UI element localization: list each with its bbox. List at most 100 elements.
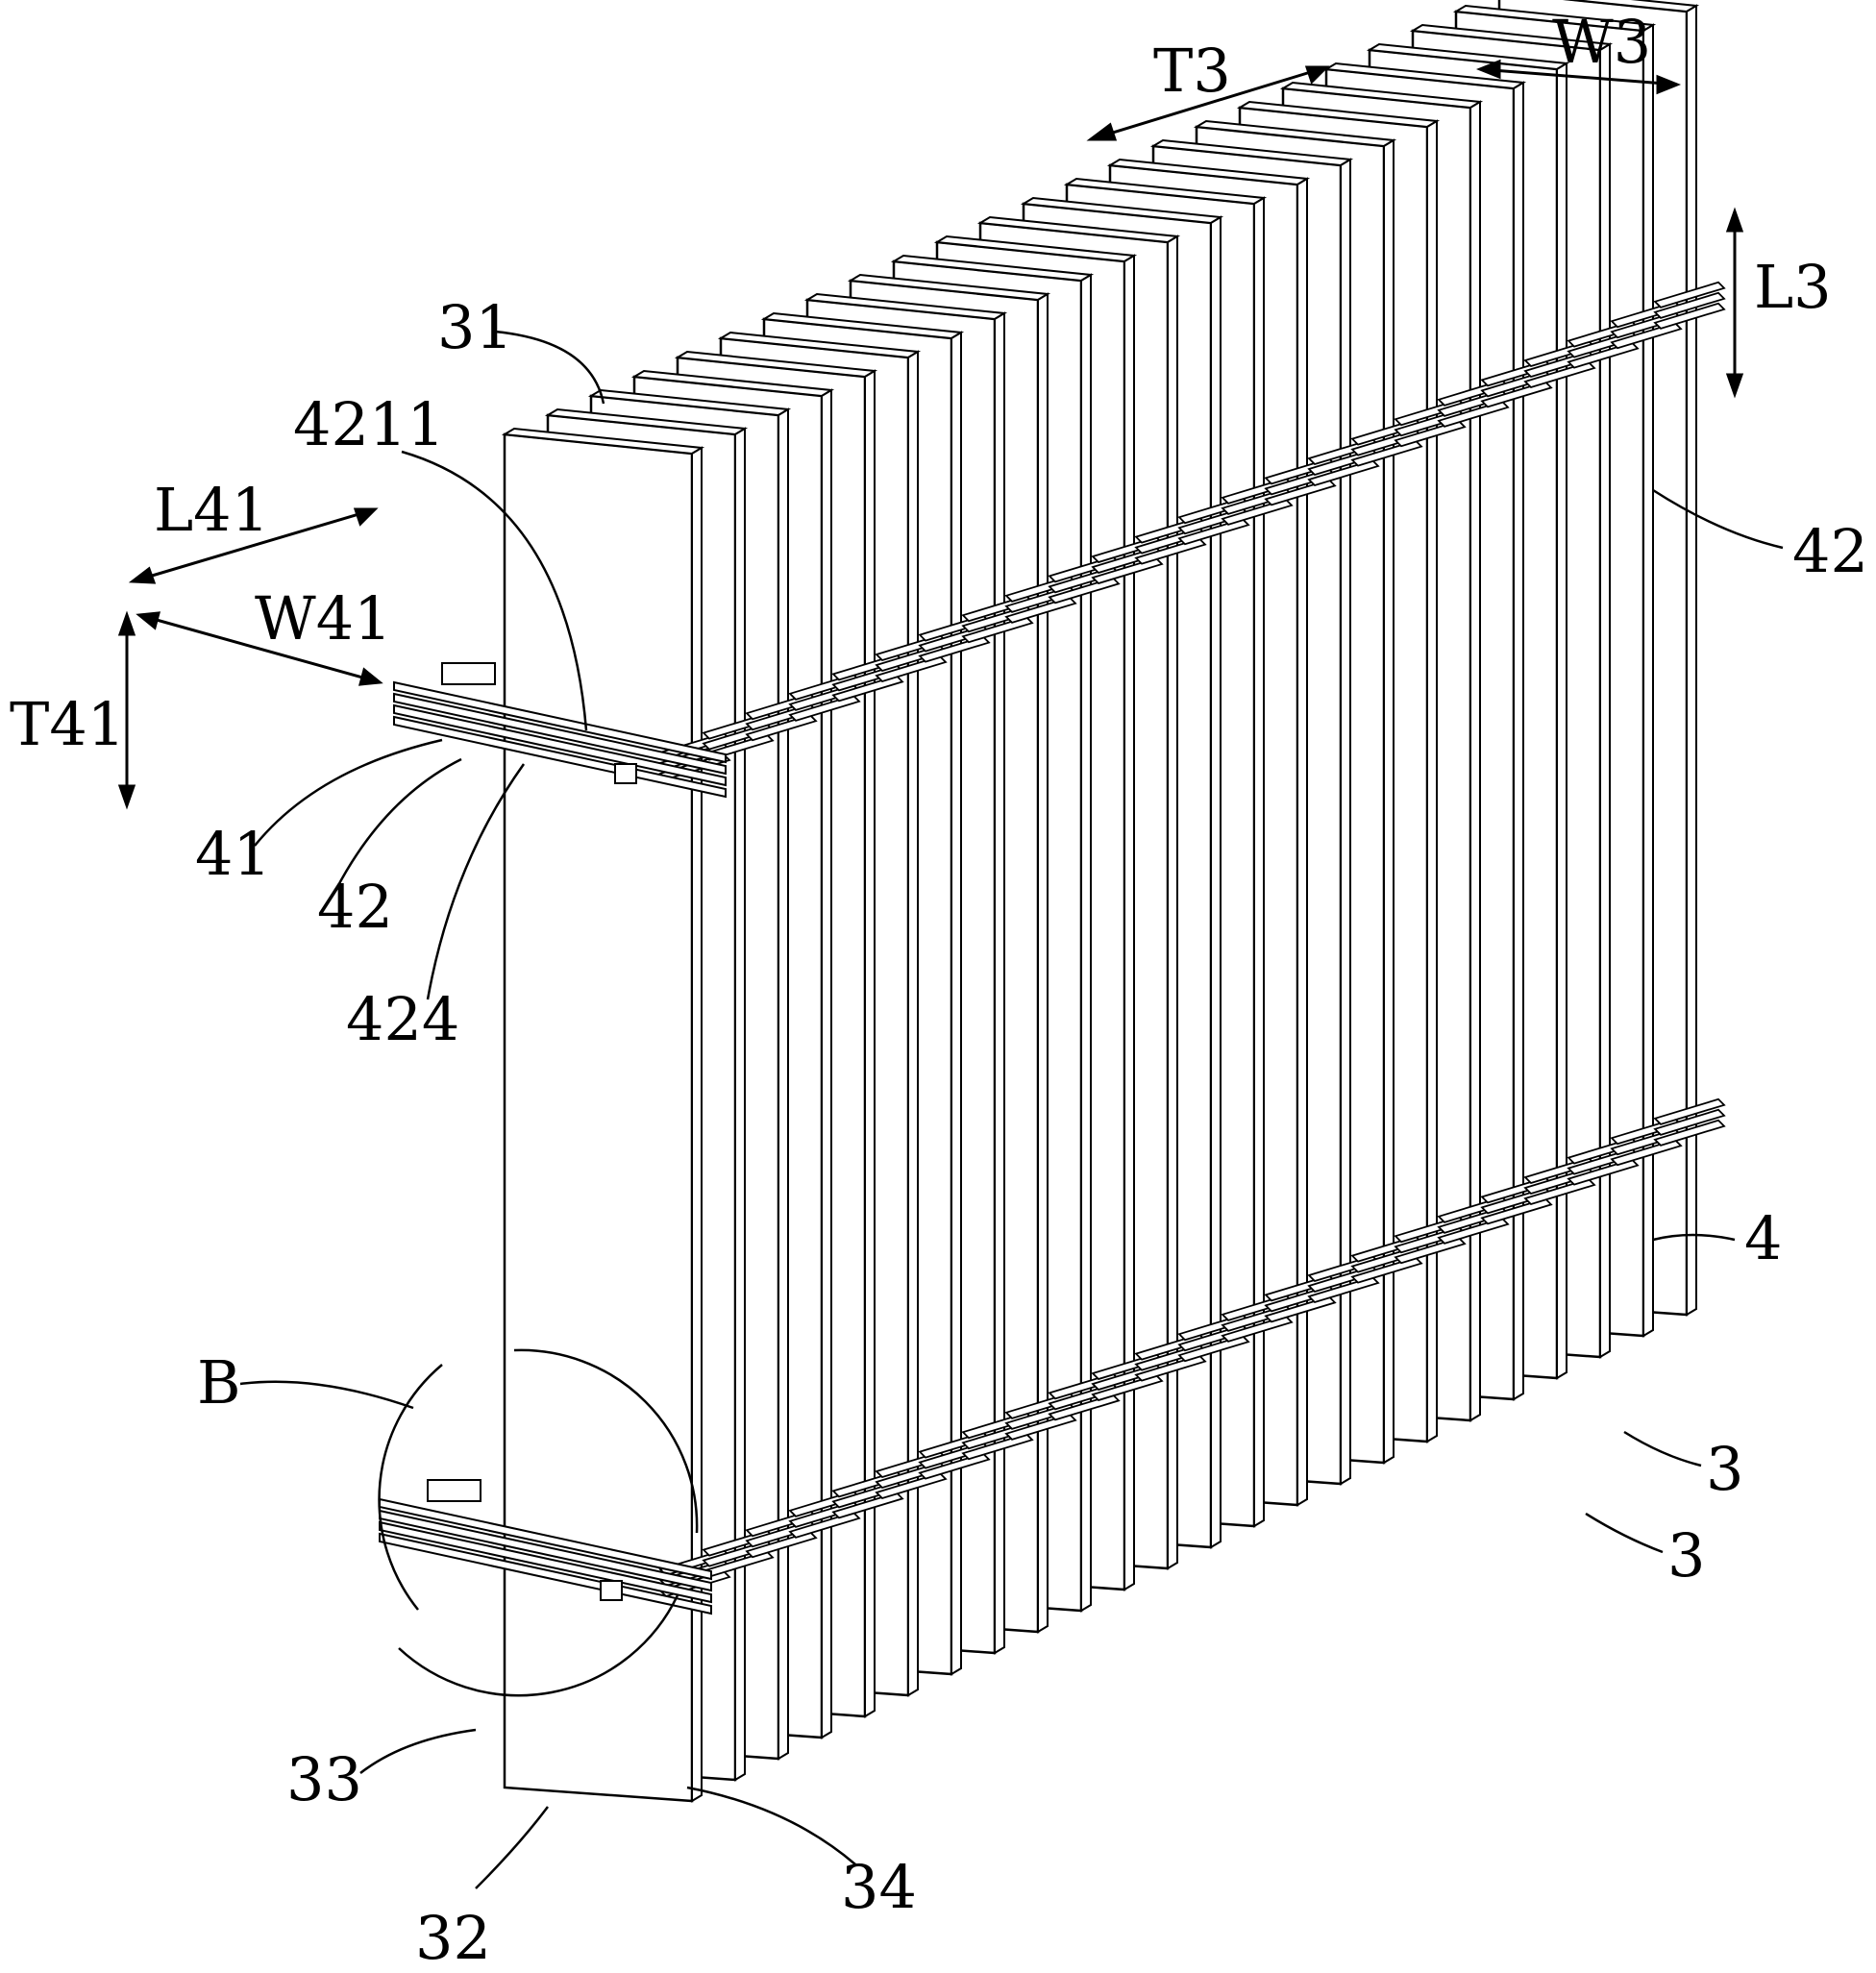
connector-strip <box>1437 1217 1510 1245</box>
plate-side-edge <box>778 407 789 1761</box>
w3-arrow-head-b <box>1656 74 1682 95</box>
detail-circle-arc-lower <box>398 1594 679 1697</box>
connector-strip <box>831 1492 904 1519</box>
plate-side-edge <box>1080 273 1092 1613</box>
connector-strip <box>1307 458 1380 487</box>
l3-arrow-head-a <box>1725 207 1744 233</box>
l41-arrow <box>132 507 376 583</box>
connector-strip <box>1350 1256 1423 1284</box>
connector-strip <box>1523 1177 1596 1206</box>
label-3-lower: 3 <box>1667 1520 1705 1591</box>
l3-arrow-head-b <box>1725 373 1744 399</box>
w3-arrow <box>1479 67 1678 86</box>
connector-strip <box>1653 281 1726 308</box>
label-34: 34 <box>841 1852 917 1922</box>
label-b: B <box>197 1347 241 1418</box>
plate-side-edge <box>950 331 962 1676</box>
connector-strip <box>1221 498 1294 526</box>
w41-arrow-head-a <box>136 611 161 630</box>
plate-side-edge <box>1210 215 1222 1549</box>
plate-side-edge <box>1642 23 1654 1338</box>
label-32: 32 <box>415 1903 491 1973</box>
connector-bottom <box>788 1490 861 1539</box>
label-42-left: 42 <box>317 872 393 942</box>
connector-strip <box>1394 420 1467 448</box>
connector-strip <box>1480 1197 1553 1225</box>
connector-bottom <box>831 1470 904 1519</box>
plate-side-edge <box>1383 138 1395 1465</box>
connector-strip <box>1523 360 1596 389</box>
connector-strip <box>875 1471 948 1500</box>
connector-strip <box>1134 1354 1207 1382</box>
plate-side-edge <box>1296 177 1308 1507</box>
label-l41: L41 <box>154 475 269 545</box>
plate-side-edge <box>1686 4 1697 1317</box>
label-424: 424 <box>346 984 459 1054</box>
label-31: 31 <box>437 292 513 362</box>
terminal-top <box>393 662 727 799</box>
connector-strip <box>1264 1295 1337 1323</box>
t3-arrow <box>1090 65 1327 141</box>
direction-arrows <box>117 59 1744 810</box>
connector-bottom <box>1134 1333 1207 1382</box>
connector-strip <box>1048 1393 1121 1421</box>
connector-top <box>1307 437 1380 487</box>
connector-strip <box>831 675 904 703</box>
connector-strip <box>918 1452 991 1480</box>
connector-bottom <box>918 1431 991 1480</box>
leader-line <box>1652 1233 1736 1242</box>
connector-bottom <box>1048 1372 1121 1421</box>
connector-bottom <box>1307 1254 1380 1304</box>
leader-line <box>359 1728 477 1774</box>
label-41: 41 <box>195 819 271 889</box>
plate-side-edge <box>1469 100 1481 1422</box>
connector-strip <box>1004 1413 1077 1441</box>
connector-strip <box>1653 1119 1726 1147</box>
connector-top <box>1177 497 1250 546</box>
plate-side-edge <box>1253 196 1265 1528</box>
plate-side-edge <box>1599 42 1611 1359</box>
leader-line <box>334 757 462 890</box>
connector-strip <box>1177 1335 1250 1363</box>
connector-bottom <box>1394 1216 1467 1265</box>
connector-strip <box>961 1433 1034 1461</box>
label-33: 33 <box>286 1744 362 1814</box>
connector-strip <box>1480 381 1553 408</box>
terminal-tab <box>441 662 496 685</box>
terminal-bottom <box>379 1479 712 1615</box>
connector-strip <box>1221 1315 1294 1343</box>
connector-top <box>1480 359 1553 408</box>
connector-strip <box>1048 577 1121 604</box>
l41-arrow-head-b <box>353 507 379 527</box>
terminal-tab <box>614 763 637 784</box>
reference-labels: T3 W3 L3 L41 W41 T41 31 4211 42 41 42 42… <box>10 7 1868 1973</box>
label-t41: T41 <box>10 689 125 759</box>
plate-side-edge <box>1513 81 1524 1401</box>
connector-strip <box>1610 1139 1683 1167</box>
label-4: 4 <box>1744 1203 1782 1273</box>
connector-top <box>1221 477 1294 526</box>
connector-strip <box>1350 439 1423 467</box>
connector-strip <box>1134 537 1207 565</box>
terminal-strip <box>393 703 727 787</box>
connector-bottom <box>1480 1176 1553 1225</box>
plate-side-edge <box>1340 158 1351 1486</box>
connector-strip <box>1653 302 1726 330</box>
connector-strip <box>1653 1097 1726 1125</box>
connector-strip <box>1653 1108 1726 1136</box>
l41-arrow-head-a <box>128 566 157 584</box>
terminal-strip <box>379 1520 712 1604</box>
w41-arrow-head-b <box>358 667 383 686</box>
plate-side-edge <box>907 350 919 1697</box>
plate-side-edge <box>821 388 832 1739</box>
connector-strip <box>1177 518 1250 546</box>
connector-bottom <box>1567 1137 1640 1186</box>
terminal-strip <box>393 692 727 776</box>
leader-line <box>426 763 526 1000</box>
connector-top <box>1653 281 1726 330</box>
connector-strip <box>1567 341 1640 369</box>
connector-strip <box>1567 1158 1640 1186</box>
connector-top <box>961 595 1034 644</box>
leader-line <box>254 738 443 847</box>
